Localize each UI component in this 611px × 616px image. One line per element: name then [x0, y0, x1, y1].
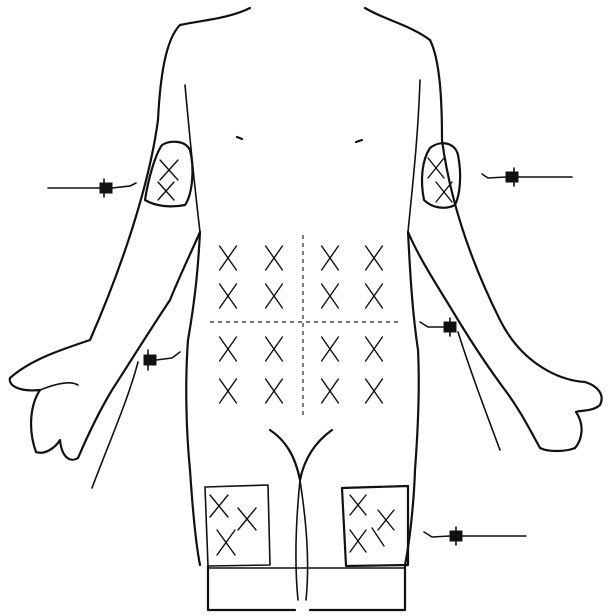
inner-leg-right [300, 480, 308, 600]
left-leg-bottom [208, 566, 295, 610]
body-outline [10, 8, 602, 610]
syringe-needle [92, 362, 138, 488]
right-hand [408, 232, 575, 451]
right-nipple [356, 140, 362, 142]
syringe-plunger [482, 174, 506, 178]
syringe-barrel [144, 355, 156, 365]
zone-right-thigh [205, 485, 270, 566]
zone-left-thigh [342, 486, 408, 566]
syringe-barrel [100, 183, 112, 193]
right-shoulder [430, 40, 602, 448]
syringe-left-arm [48, 179, 136, 197]
left-thumb [40, 383, 78, 390]
syringe-barrel [506, 172, 518, 182]
syringe-plunger [420, 322, 444, 327]
syringe-plunger [156, 352, 180, 360]
syringe-plunger [424, 532, 450, 537]
left-hand [36, 232, 200, 460]
syringe-right-hip [420, 318, 500, 450]
syringe-left-thigh [424, 527, 526, 545]
syringe-left-hip [92, 350, 180, 488]
inner-leg-left [296, 480, 300, 600]
syringe-needle [458, 332, 500, 450]
right-leg-bottom [310, 566, 405, 610]
zone-abdomen [210, 235, 398, 415]
syringe-right-arm [482, 168, 572, 186]
neck-left [180, 8, 250, 25]
right-inner-arm [408, 80, 420, 232]
left-torso [186, 232, 200, 565]
left-shoulder [10, 25, 180, 452]
neck-right [365, 8, 430, 40]
crotch-line [270, 430, 332, 480]
thigh-zone-outline-left [205, 485, 270, 566]
left-nipple [237, 137, 242, 139]
abdomen-x-marks [220, 246, 383, 403]
syringe-plunger [112, 183, 136, 188]
